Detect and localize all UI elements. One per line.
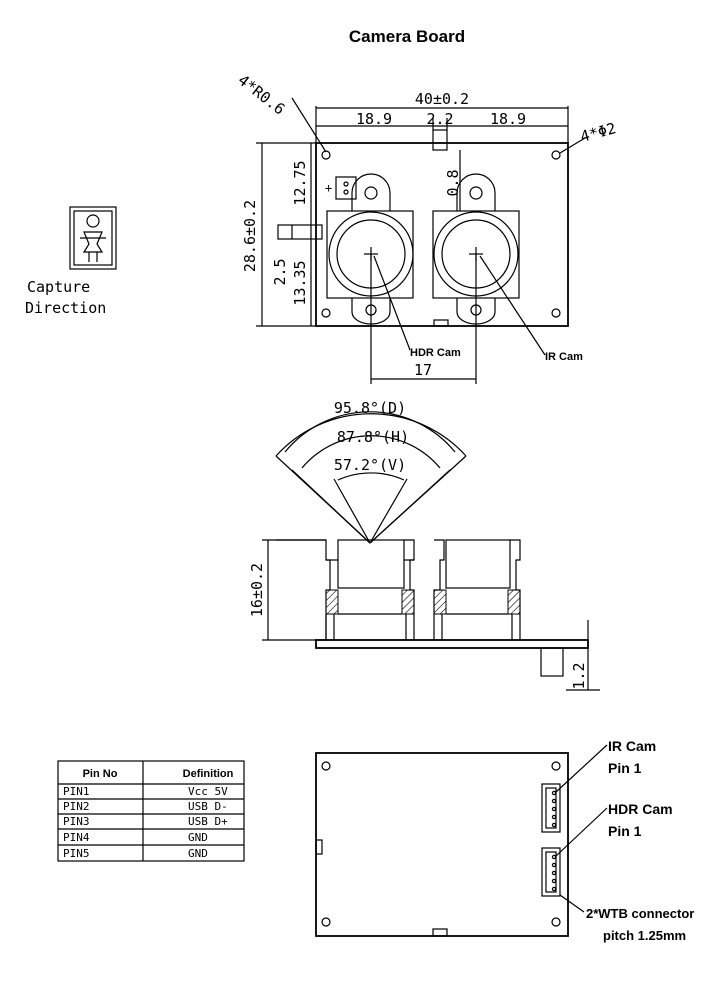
top-view-board: [277, 129, 569, 327]
dim-lower-offset: 13.35: [291, 260, 309, 305]
dim-center-gap: 2.2: [426, 110, 453, 128]
pin-row-4-pin: PIN4: [63, 831, 90, 844]
back-hdr-cam-label-2: Pin 1: [608, 823, 642, 839]
side-view: [262, 539, 600, 691]
top-dimensions: [291, 97, 586, 154]
dim-lens-spacing: 17: [414, 361, 432, 379]
dim-overall-height: 28.6±0.2: [241, 200, 259, 272]
pin-row-5-def: GND: [188, 847, 208, 860]
drawing-title: Camera Board: [349, 27, 465, 46]
fov-vertical: 57.2°(V): [334, 456, 406, 474]
fov-diagram: [275, 411, 467, 544]
dim-left-section: 18.9: [356, 110, 392, 128]
dim-lens-offset: 0.8: [444, 169, 462, 196]
dim-corner-radius: 4*R0.6: [235, 71, 289, 119]
dim-side-height: 16±0.2: [248, 563, 266, 617]
polarity-mark: +: [325, 181, 332, 195]
hdr-cam-label: HDR Cam: [410, 347, 461, 359]
capture-label-line1: Capture: [27, 278, 90, 296]
dim-board-thickness: 1.2: [570, 662, 588, 689]
pin-table-header-pin: Pin No: [83, 768, 118, 780]
pin-row-1-def: Vcc 5V: [188, 785, 228, 798]
dim-hole-diameter: 4*Φ2: [578, 119, 618, 146]
connector-label-2: pitch 1.25mm: [603, 928, 686, 943]
back-hdr-cam-label-1: HDR Cam: [608, 801, 673, 817]
capture-direction-icon: [69, 206, 117, 270]
back-ir-cam-label-2: Pin 1: [608, 760, 642, 776]
fov-horizontal: 87.8°(H): [337, 428, 409, 446]
pin-row-2-def: USB D-: [188, 800, 228, 813]
side-dimensions: [256, 142, 461, 327]
pin-table-rows: PIN1 Vcc 5V PIN2 USB D- PIN3 USB D+ PIN4…: [63, 785, 228, 860]
back-view-board: [315, 744, 608, 937]
pin-row-4-def: GND: [188, 831, 208, 844]
pin-table-header-def: Definition: [183, 768, 234, 780]
pin-row-2-pin: PIN2: [63, 800, 90, 813]
ir-cam-label: IR Cam: [545, 351, 583, 363]
back-ir-cam-label-1: IR Cam: [608, 738, 656, 754]
dim-overall-width: 40±0.2: [415, 90, 469, 108]
fov-diagonal: 95.8°(D): [334, 399, 406, 417]
pin-row-1-pin: PIN1: [63, 785, 90, 798]
dim-upper-offset: 12.75: [291, 160, 309, 205]
capture-label-line2: Direction: [25, 299, 106, 317]
hdr-cam-module: [326, 173, 414, 325]
pin-row-3-pin: PIN3: [63, 815, 90, 828]
dim-center-offset: 2.5: [271, 258, 289, 285]
dim-right-section: 18.9: [490, 110, 526, 128]
connector-label-1: 2*WTB connector: [586, 906, 694, 921]
pin-row-5-pin: PIN5: [63, 847, 90, 860]
pin-table: [57, 760, 245, 862]
pin-row-3-def: USB D+: [188, 815, 228, 828]
lens-spacing-dimension: [370, 254, 546, 384]
